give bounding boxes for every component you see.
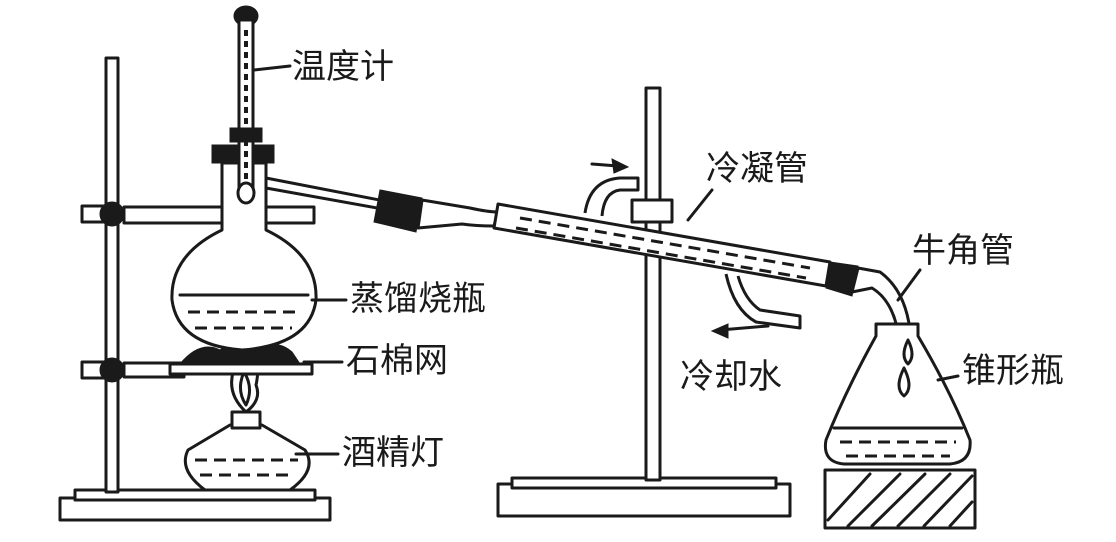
conical-flask xyxy=(823,322,977,530)
condenser xyxy=(373,176,859,330)
distilling-flask xyxy=(170,144,407,352)
leader-lines xyxy=(252,64,960,456)
asbestos-gauze xyxy=(168,342,314,376)
hatching xyxy=(826,472,974,528)
alcohol-lamp xyxy=(183,333,311,492)
water-in-arrow xyxy=(590,158,630,174)
label-asbestos-gauze: 石棉网 xyxy=(346,341,448,381)
label-adapter: 牛角管 xyxy=(912,231,1014,271)
label-thermometer: 温度计 xyxy=(292,47,394,87)
label-cooling-water: 冷却水 xyxy=(680,357,782,397)
label-alcohol-lamp: 酒精灯 xyxy=(342,433,444,473)
adapter xyxy=(850,266,912,334)
water-out-arrow xyxy=(710,323,770,339)
thermometer xyxy=(229,5,263,205)
right-iron-stand xyxy=(496,86,792,518)
label-conical-flask: 锥形瓶 xyxy=(962,351,1064,391)
label-condenser: 冷凝管 xyxy=(706,149,808,189)
left-iron-stand xyxy=(58,56,332,522)
label-distilling-flask: 蒸馏烧瓶 xyxy=(350,279,486,319)
